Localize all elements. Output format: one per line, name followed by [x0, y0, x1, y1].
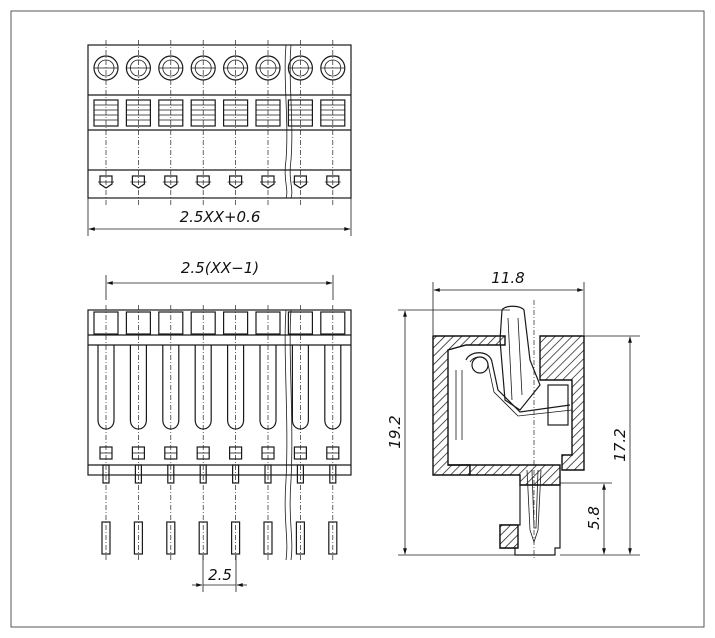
total-height-label: 19.2 [386, 415, 404, 448]
pitch-label: 2.5 [208, 566, 232, 584]
top-pole-4 [190, 40, 216, 205]
clamp-spring [465, 352, 571, 413]
front-pole-2 [125, 305, 152, 560]
pin-height-label: 5.8 [585, 506, 603, 530]
top-pole-2 [125, 40, 152, 205]
top-pole-8 [320, 40, 346, 205]
side-width-label: 11.8 [491, 269, 524, 287]
body-height-label: 17.2 [611, 428, 629, 461]
top-pole-5 [223, 40, 249, 205]
top-view-body [87, 44, 352, 199]
front-view-body [87, 309, 352, 476]
front-pole-1 [93, 305, 119, 560]
front-pole-7 [287, 305, 313, 560]
top-pole-6 [255, 40, 281, 205]
front-pole-6 [255, 305, 281, 560]
front-pole-8 [320, 305, 346, 560]
top-pole-7 [287, 40, 313, 205]
side-view: 11.8 19.2 17.2 5.8 [386, 269, 640, 560]
housing-section [432, 335, 506, 476]
front-span-label: 2.5(XX−1) [181, 259, 259, 277]
front-pole-3 [158, 305, 184, 560]
top-pole-1 [93, 40, 119, 205]
top-pole-3 [158, 40, 184, 205]
top-view: 2.5XX+0.6 [87, 40, 352, 236]
drawing-border [10, 10, 705, 628]
front-view: 2.5(XX−1) 2.5 [87, 259, 352, 592]
front-pole-4 [190, 305, 216, 560]
top-width-label: 2.5XX+0.6 [180, 208, 261, 226]
front-pole-5 [223, 305, 249, 560]
